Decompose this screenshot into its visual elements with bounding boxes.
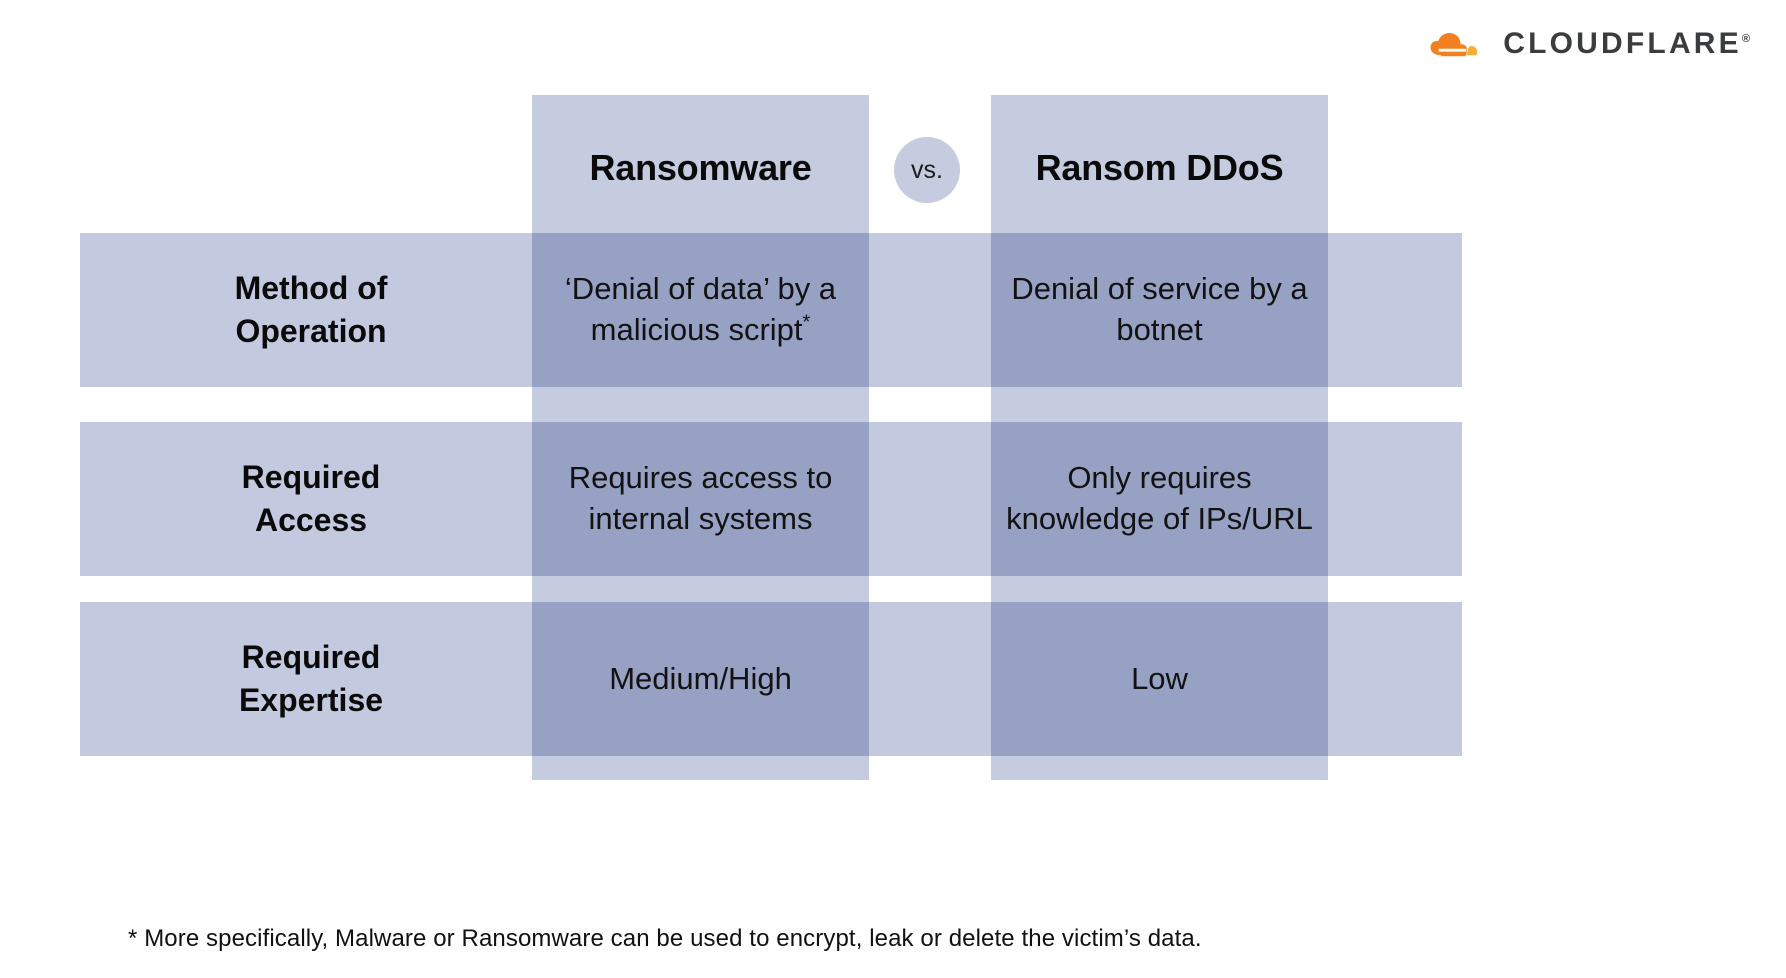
cell-text: ‘Denial of data’ by a malicious script: [564, 271, 837, 347]
row-label-line-1: Method of: [234, 270, 388, 307]
table-header-row: Ransomware Ransom DDoS: [0, 95, 1786, 240]
cloudflare-wordmark: CLOUDFLARE®: [1503, 29, 1750, 59]
footnote-marker: *: [802, 311, 811, 334]
cell-required-access-ransom-ddos: Only requires knowledge of IPs/URL: [1006, 460, 1313, 536]
cell-required-expertise-ransom-ddos: Low: [1131, 660, 1188, 696]
row-label-required-expertise: Required Expertise: [90, 602, 532, 756]
table-row: Method of Operation ‘Denial of data’ by …: [0, 233, 1786, 387]
row-band-method-of-operation: [80, 233, 1462, 387]
column-header-ransomware: Ransomware: [589, 146, 812, 188]
row-label-line-2: Operation: [235, 313, 387, 349]
table-row: Required Expertise Medium/High Low: [0, 602, 1786, 756]
cell-method-of-operation-ransom-ddos: Denial of service by a botnet: [1011, 271, 1308, 347]
cell-method-of-operation-ransomware: ‘Denial of data’ by a malicious script*: [532, 233, 869, 387]
cloudflare-wordmark-text: CLOUDFLARE: [1503, 27, 1742, 60]
row-label-line-1: Required: [241, 459, 381, 496]
row-label-required-access: Required Access: [90, 422, 532, 576]
column-header-ransom-ddos: Ransom DDoS: [1035, 146, 1284, 188]
row-label-method-of-operation: Method of Operation: [90, 233, 532, 387]
cloudflare-cloud-icon: [1430, 33, 1478, 57]
table-row: Required Access Requires access to inter…: [0, 422, 1786, 576]
registered-mark: ®: [1741, 33, 1750, 45]
cell-required-access-ransomware: Requires access to internal systems: [568, 460, 833, 536]
row-label-line-1: Required: [241, 639, 381, 676]
cell-required-expertise-ransomware: Medium/High: [609, 660, 792, 696]
cloudflare-logo: CLOUDFLARE®: [1427, 18, 1750, 70]
row-band-required-expertise: [80, 602, 1462, 756]
row-label-line-2: Access: [254, 502, 368, 538]
vs-badge: vs.: [894, 137, 960, 203]
row-band-required-access: [80, 422, 1462, 576]
footnote-text: * More specifically, Malware or Ransomwa…: [128, 925, 1202, 952]
row-label-line-2: Expertise: [238, 682, 384, 718]
